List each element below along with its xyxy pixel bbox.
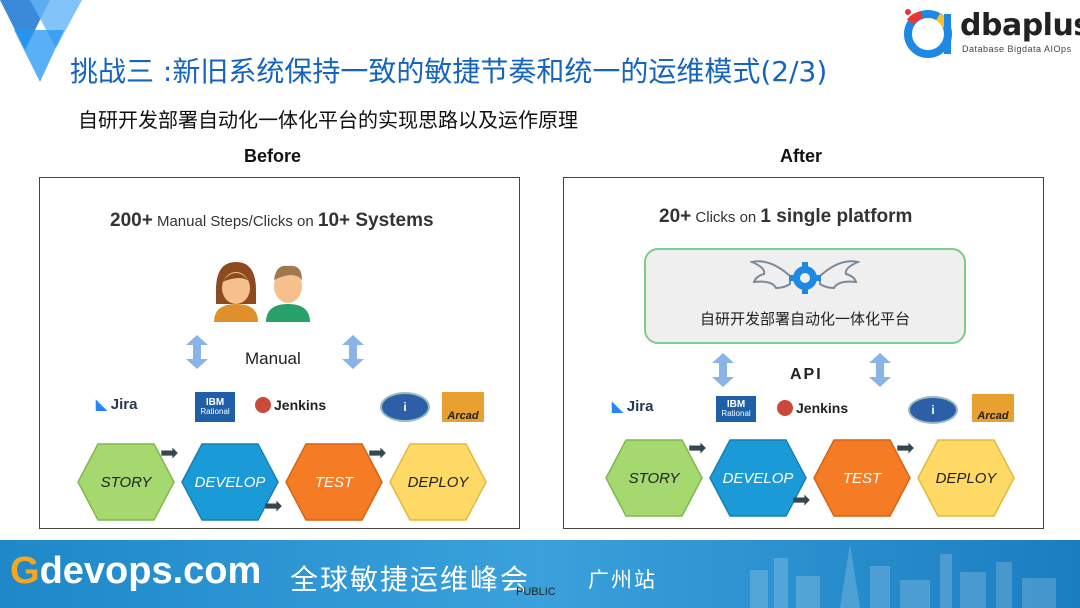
stage-deploy: DEPLOY xyxy=(388,442,488,522)
dbaplus-logo-icon xyxy=(904,9,952,58)
skyline-decoration xyxy=(750,544,1056,608)
double-arrow-icon xyxy=(869,353,891,387)
dbaplus-logo: dbaplus Database Bigdata AIOps xyxy=(900,4,1080,60)
arrow-right-icon: ➡ xyxy=(368,441,387,466)
double-arrow-icon xyxy=(186,335,208,369)
before-panel: 200+ Manual Steps/Clicks on 10+ Systems … xyxy=(39,177,520,529)
man-avatar-icon xyxy=(266,265,310,322)
arrow-right-icon: ➡ xyxy=(264,494,283,519)
stage-deploy: DEPLOY xyxy=(916,438,1016,518)
arcad-logo: Arcad xyxy=(972,394,1014,422)
footer-banner: Gdevops.com 全球敏捷运维峰会 广州站 PUBLIC xyxy=(0,540,1080,608)
logo-tagline: Database Bigdata AIOps xyxy=(962,44,1072,54)
winged-gear-icon xyxy=(750,260,860,294)
jenkins-icon xyxy=(255,397,271,413)
platform-label: 自研开发部署自动化一体化平台 xyxy=(699,310,910,328)
jenkins-icon xyxy=(777,400,793,416)
woman-avatar-icon xyxy=(214,262,258,322)
info-tool-logo: i xyxy=(908,396,958,424)
arrow-right-icon: ➡ xyxy=(896,436,915,461)
stage-test: TEST xyxy=(284,442,384,522)
after-panel: 20+ Clicks on 1 single platform 自研开发部署自动… xyxy=(563,177,1044,529)
after-heading: After xyxy=(780,146,823,166)
api-label: API xyxy=(790,366,823,383)
arrow-right-icon: ➡ xyxy=(792,488,811,513)
platform-box: 自研开发部署自动化一体化平台 xyxy=(644,248,966,344)
double-arrow-icon xyxy=(712,353,734,387)
jira-logo: ◣Jira xyxy=(96,396,138,413)
logo-wordmark: dbaplus xyxy=(960,8,1080,43)
jenkins-logo: Jenkins xyxy=(255,397,326,413)
jira-icon: ◣ xyxy=(96,396,107,412)
before-headline: 200+ Manual Steps/Clicks on 10+ Systems xyxy=(110,210,434,231)
page-subtitle: 自研开发部署自动化一体化平台的实现思路以及运作原理 xyxy=(78,108,578,132)
footer-slogan: 全球敏捷运维峰会 xyxy=(290,563,531,596)
jenkins-logo: Jenkins xyxy=(777,400,848,416)
arrow-right-icon: ➡ xyxy=(688,436,707,461)
before-heading: Before xyxy=(244,146,302,166)
page-title: 挑战三 :新旧系统保持一致的敏捷节奏和统一的运维模式(2/3) xyxy=(70,55,828,88)
jira-icon: ◣ xyxy=(612,398,623,414)
manual-label: Manual xyxy=(245,349,301,368)
stage-test: TEST xyxy=(812,438,912,518)
stage-story: STORY xyxy=(604,438,704,518)
public-label: PUBLIC xyxy=(516,586,556,598)
info-tool-logo: i xyxy=(380,392,430,422)
arrow-right-icon: ➡ xyxy=(160,441,179,466)
footer-city: 广州站 xyxy=(588,568,657,592)
stage-develop: DEVELOP xyxy=(180,442,280,522)
corner-decoration xyxy=(0,0,90,90)
arcad-logo: Arcad xyxy=(442,392,484,422)
after-headline: 20+ Clicks on 1 single platform xyxy=(659,206,913,227)
stage-story: STORY xyxy=(76,442,176,522)
jira-logo: ◣Jira xyxy=(612,398,654,415)
double-arrow-icon xyxy=(342,335,364,369)
gdevops-brand: Gdevops.com xyxy=(10,550,262,592)
stage-develop: DEVELOP xyxy=(708,438,808,518)
